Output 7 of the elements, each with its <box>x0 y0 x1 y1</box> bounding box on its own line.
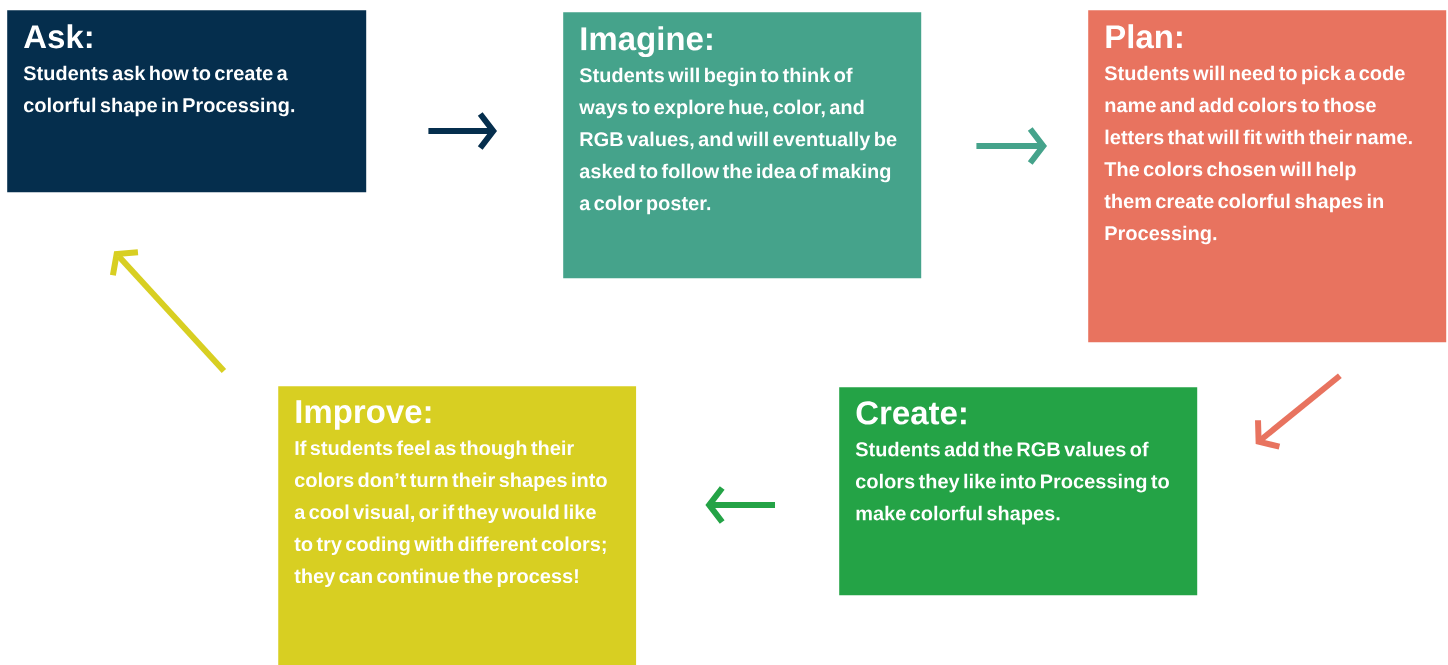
process-box: Plan: Students will need to pick a code name and add colors to those letters that will fit with their name. The colors chosen will help them create colorful shapes in Processing. <box>1088 10 1447 343</box>
process-box: Create: Students add the RGB values of colors they like into Processing to make colorful shapes. <box>839 387 1198 596</box>
process-box: Improve: If students feel as though their colors don’t turn their shapes into a cool visual, or if they would like to try coding with different colors; they can continue the process! <box>278 386 637 665</box>
process-box: Imagine: Students will begin to think of ways to explore hue, color, and RGB values, and will eventually be asked to follow the idea of making a color poster. <box>563 12 922 279</box>
arrow <box>109 249 227 374</box>
process-box: Ask: Students ask how to create a colorful shape in Processing. <box>7 10 367 193</box>
arrow <box>1255 373 1342 450</box>
